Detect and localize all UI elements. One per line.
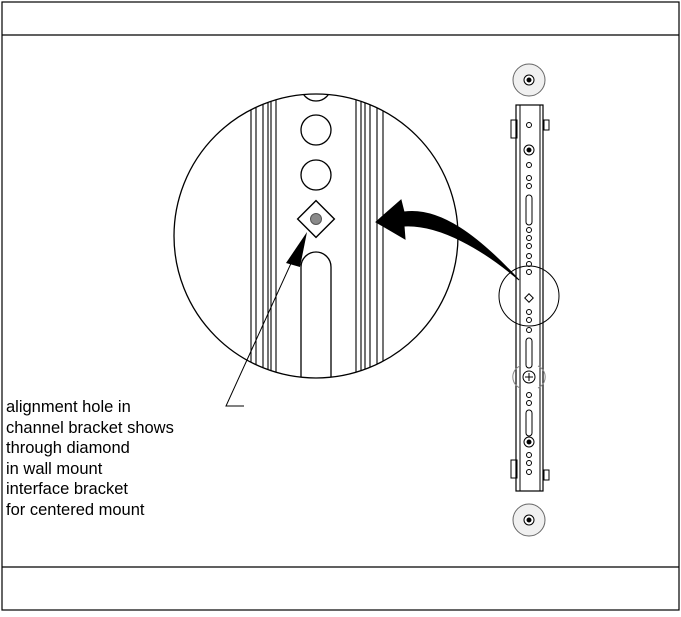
callout-line: for centered mount [6, 500, 145, 519]
channel-rails [250, 94, 384, 378]
callout-line: alignment hole in [6, 398, 131, 416]
bracket-elevation [510, 63, 550, 537]
bracket-hole [300, 159, 332, 191]
bracket-slot [300, 251, 332, 378]
magnified-detail-view [173, 93, 459, 379]
alignment-hole [310, 213, 322, 225]
bracket-hole [300, 114, 332, 146]
callout-line: channel bracket shows [6, 418, 174, 437]
callout-line: in wall mount [6, 459, 103, 478]
diamond-cutout [296, 199, 336, 239]
callout-caption: alignment hole in channel bracket shows … [6, 397, 174, 520]
callout-line: interface bracket [6, 480, 128, 498]
detail-locator-circle [498, 265, 560, 327]
bracket-hole [300, 94, 332, 102]
magnify-arrow [375, 199, 520, 281]
callout-leader [225, 232, 307, 407]
callout-line: through diamond [6, 439, 130, 457]
